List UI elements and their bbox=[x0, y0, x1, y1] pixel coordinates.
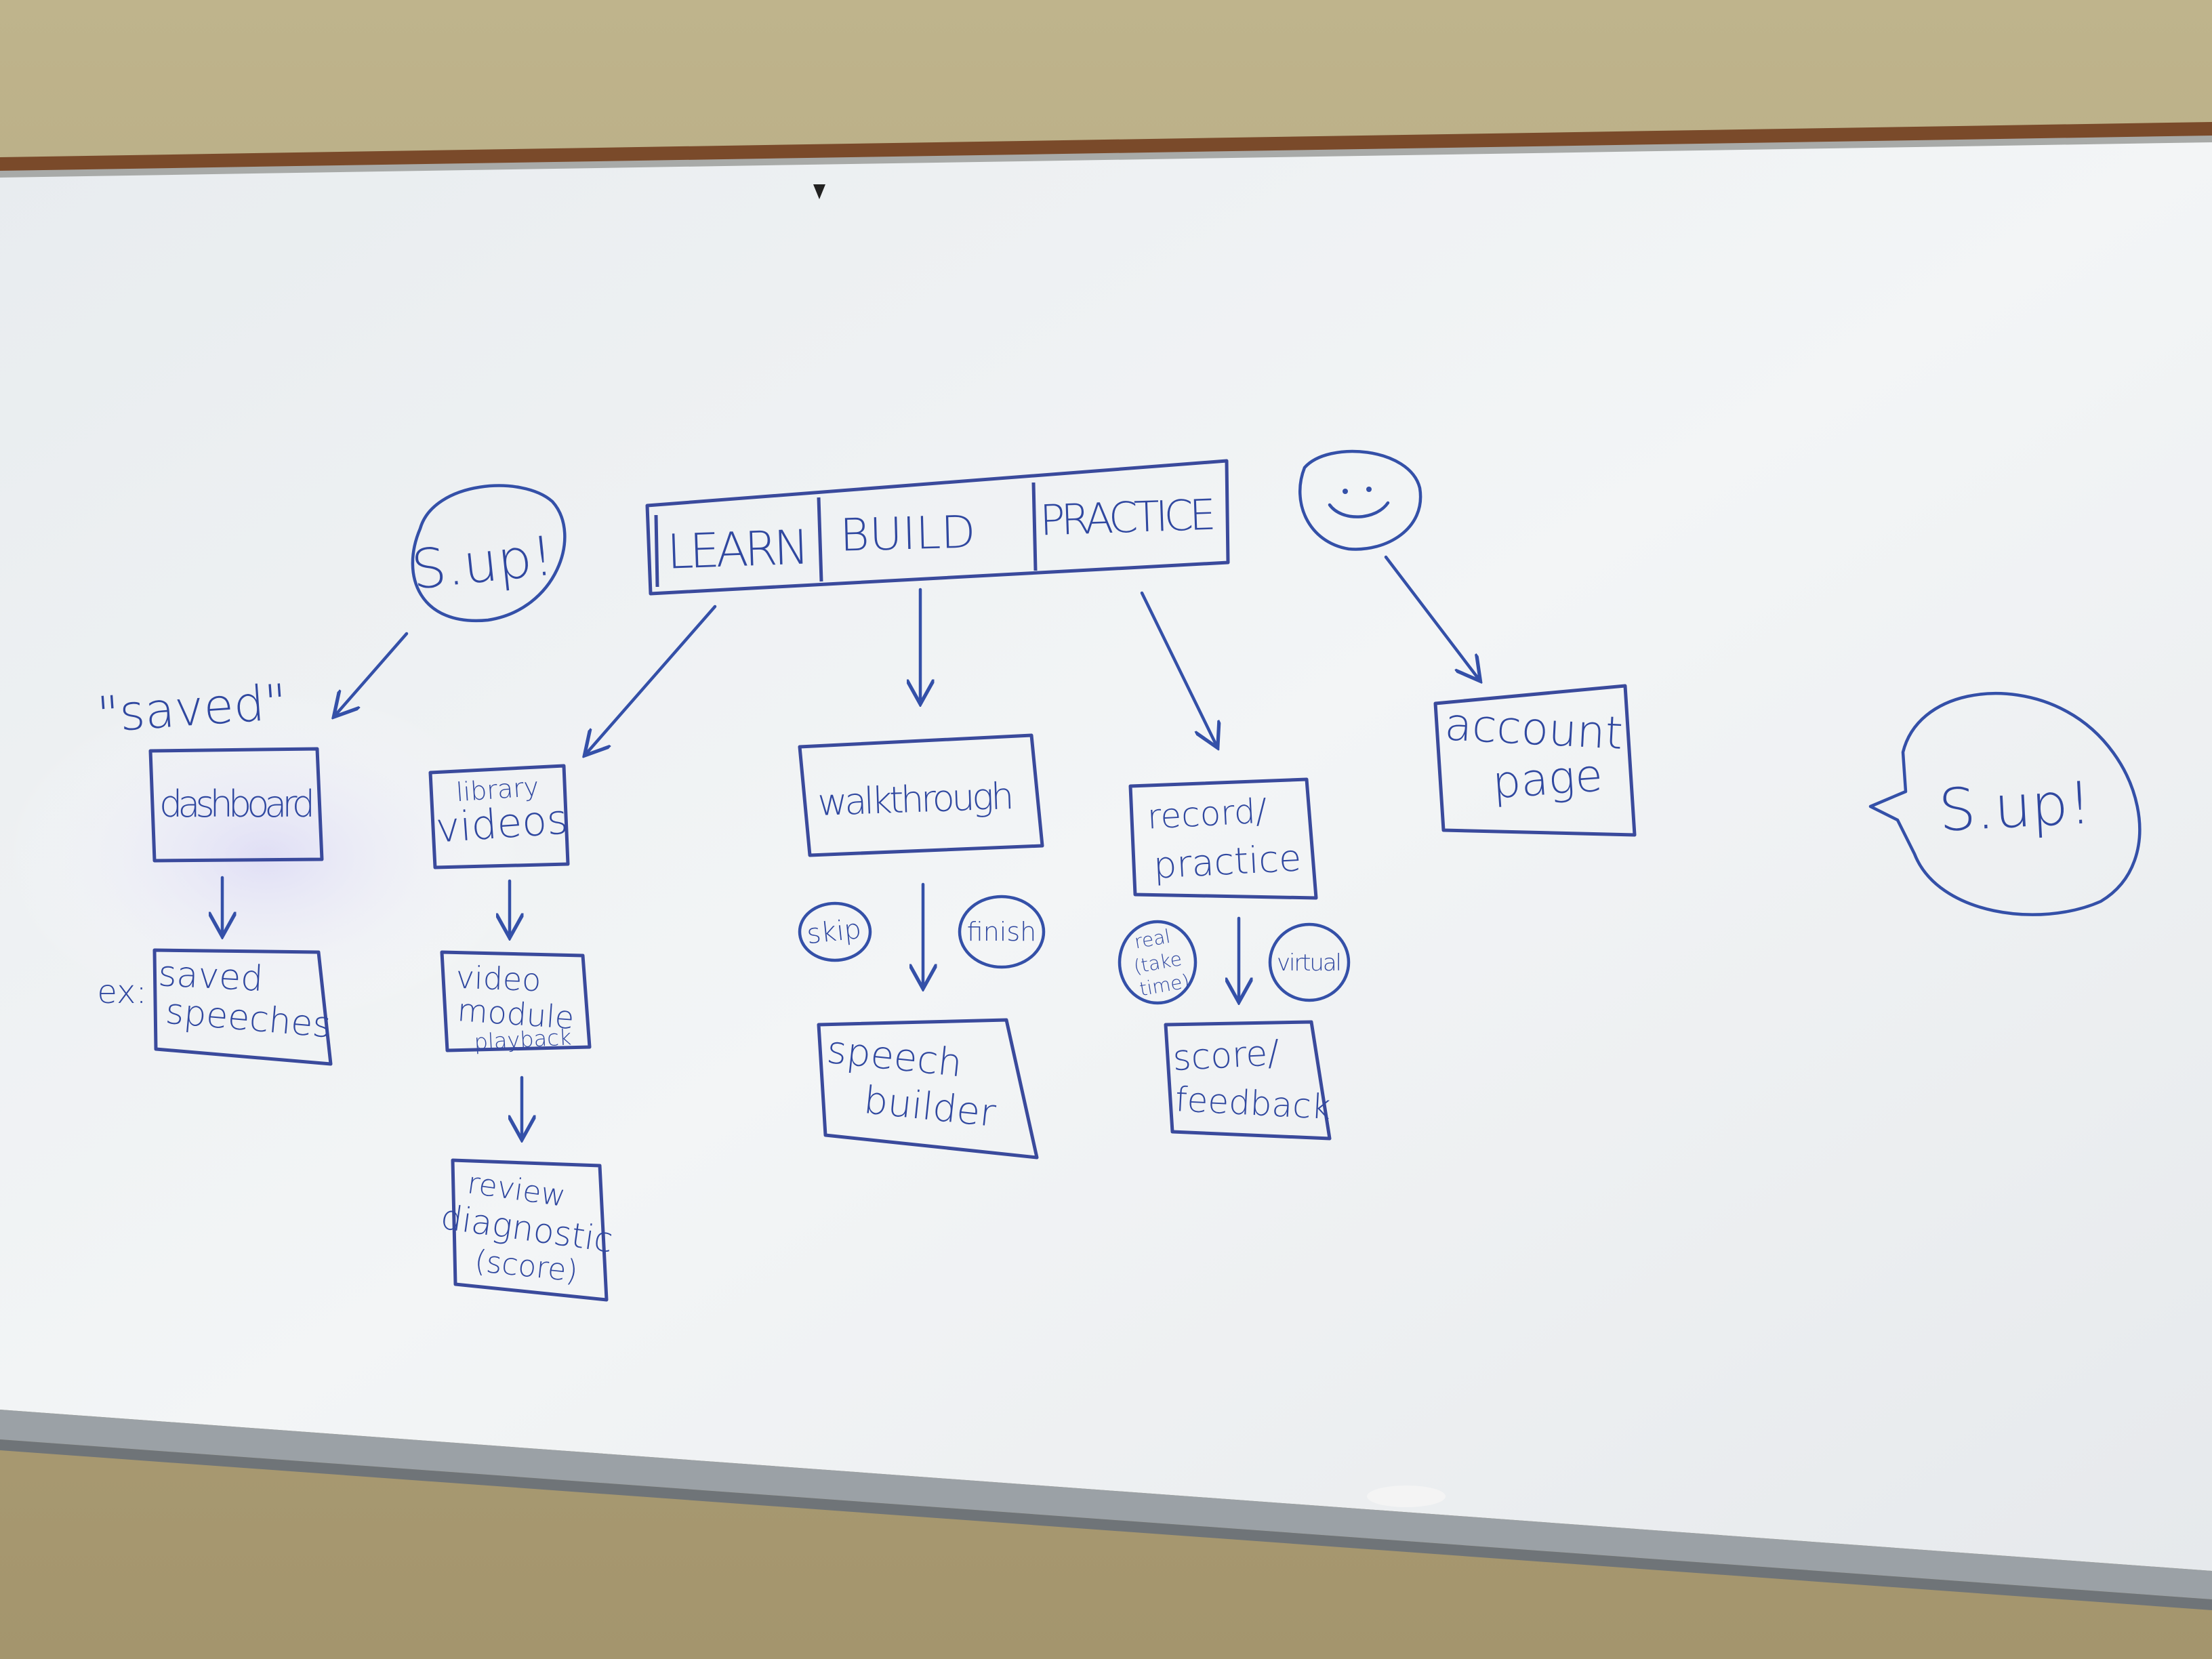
account-page-line1: account bbox=[1443, 698, 1624, 760]
library-videos-line1: library bbox=[455, 772, 540, 807]
connector-arrows bbox=[222, 555, 1479, 1137]
saved-column: "saved" dashboard ex: saved speeches bbox=[95, 673, 333, 1066]
skip-option: skip bbox=[805, 914, 863, 950]
virtual-option: virtual bbox=[1277, 949, 1342, 977]
real-time-option-circle bbox=[1118, 920, 1197, 1005]
dashboard-box-text: dashboard bbox=[159, 783, 315, 825]
eraser-on-tray bbox=[1367, 1486, 1446, 1507]
learn-column: library videos video module playback rev… bbox=[428, 764, 615, 1302]
saved-speeches-line1: saved bbox=[157, 954, 264, 1000]
board-frame-bottom bbox=[0, 1410, 2212, 1599]
example-prefix: ex: bbox=[97, 973, 146, 1011]
record-practice-line2: practice bbox=[1152, 836, 1302, 886]
nav-item-build: BUILD bbox=[839, 506, 976, 561]
score-feedback-line1: score/ bbox=[1172, 1033, 1280, 1079]
video-module-line3: playback bbox=[474, 1024, 573, 1054]
magnet-dot bbox=[813, 184, 825, 199]
video-module-line2: module bbox=[456, 991, 575, 1036]
nav-bar: LEARN BUILD PRACTICE bbox=[645, 459, 1230, 596]
record-practice-line1: record/ bbox=[1146, 791, 1268, 836]
nav-item-learn: LEARN bbox=[666, 519, 811, 579]
nav-item-practice: PRACTICE bbox=[1039, 489, 1216, 545]
board-frame-top bbox=[0, 122, 2212, 175]
whiteboard-glare bbox=[0, 142, 2212, 1571]
logo-right: S.up! bbox=[1868, 691, 2142, 916]
svg-text:S.up!: S.up! bbox=[1937, 769, 2093, 845]
account-page-line2: page bbox=[1491, 749, 1605, 808]
saved-label: "saved" bbox=[95, 673, 289, 743]
practice-column: record/ practice real (take time) virtua… bbox=[1118, 777, 1351, 1141]
smiley-icon bbox=[1298, 449, 1422, 551]
finish-option-circle bbox=[958, 895, 1046, 969]
finish-option: finish bbox=[967, 917, 1036, 947]
svg-text:S.up!: S.up! bbox=[409, 524, 556, 601]
logo-left: S.up! bbox=[409, 484, 567, 623]
virtual-option-circle bbox=[1268, 922, 1351, 1002]
walkthrough-box-text: walkthrough bbox=[817, 775, 1015, 824]
library-videos-line2: videos bbox=[434, 796, 570, 852]
board-tray bbox=[0, 1439, 2212, 1610]
score-feedback-line2: feedback bbox=[1174, 1080, 1332, 1127]
account-column: account page bbox=[1433, 684, 1637, 837]
video-module-line1: video bbox=[455, 959, 541, 998]
skip-option-circle bbox=[798, 901, 872, 962]
